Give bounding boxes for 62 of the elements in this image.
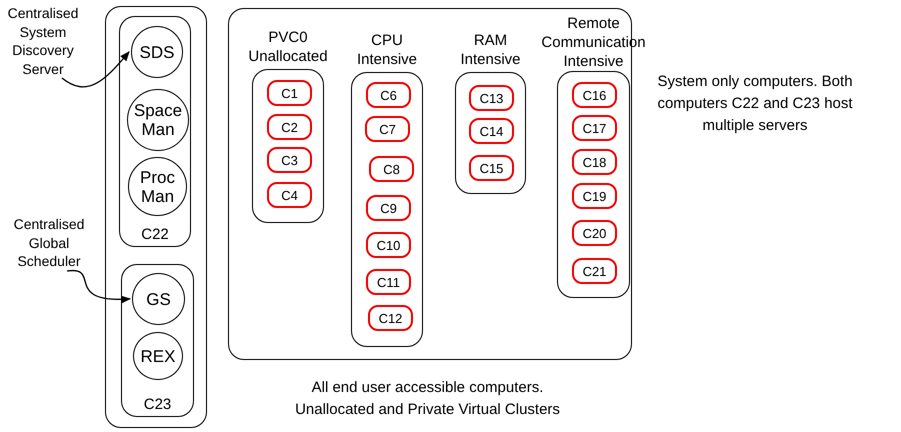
computer-node [469,155,514,181]
computer-node [366,269,411,295]
cluster-heading: PVC0 Unallocated [247,28,329,66]
computer-node [267,80,312,106]
computer-label: C9 [380,200,397,216]
server-label: GS [146,290,171,308]
note-text: All end user accessible computers. Unallocated and Private Virtual Clusters [294,378,561,420]
computer-label: C6 [380,88,397,102]
computer-label: C3 [281,152,298,168]
computer-label: C14 [480,124,504,138]
computer-node [267,147,312,173]
computer-node [572,82,617,108]
computer-box [119,16,191,247]
computer-label: C13 [480,90,504,106]
arrow [62,51,130,88]
computer-label: C16 [582,88,606,102]
computer-box [121,264,194,417]
computer-label: C11 [377,274,400,290]
server-circle [131,26,183,78]
computer-label: C4 [281,188,298,202]
computer-label: C1 [281,86,298,100]
computer-node [572,149,617,175]
computer-label: C15 [480,160,504,176]
computer-node [366,232,411,258]
cluster-heading: RAM Intensive [459,31,522,69]
computer-label: C21 [582,264,606,278]
arrow [67,270,132,304]
computer-node [267,182,312,208]
cluster-heading: CPU Intensive [356,31,418,69]
computer-label: C19 [582,188,606,204]
computer-node [368,305,413,331]
annotation-text: Centralised Global Scheduler [8,215,90,271]
server-circle [133,332,183,380]
server-label: Space Man [132,101,184,139]
computer-label: C7 [379,122,396,136]
server-label: Proc Man [139,168,176,206]
computer-label: C23 [142,396,172,413]
container-box [105,6,207,428]
computer-node [366,82,411,108]
computer-node [572,220,617,246]
computer-label: C12 [378,310,402,326]
computer-node [267,114,312,140]
computer-label: C8 [383,162,400,176]
computer-label: C22 [140,226,170,243]
server-circle [132,273,185,325]
server-label: SDS [140,42,174,62]
computer-node [469,118,514,144]
computer-label: C18 [582,154,606,170]
note-text: System only computers. Both computers C22 and C23 host multiple servers [656,72,854,136]
computer-label: C17 [582,120,606,136]
computer-node [572,258,617,284]
computer-label: C20 [582,226,606,240]
annotation-text: Centralised System Discovery Server [0,4,86,78]
computer-node [366,195,411,221]
computer-node [369,156,414,182]
server-label: REX [140,346,176,366]
computer-label: C10 [376,238,400,252]
computer-node [572,115,617,141]
computer-node [572,183,617,209]
computer-node [469,85,514,111]
computer-label: C2 [281,120,298,134]
computer-node [365,116,410,142]
